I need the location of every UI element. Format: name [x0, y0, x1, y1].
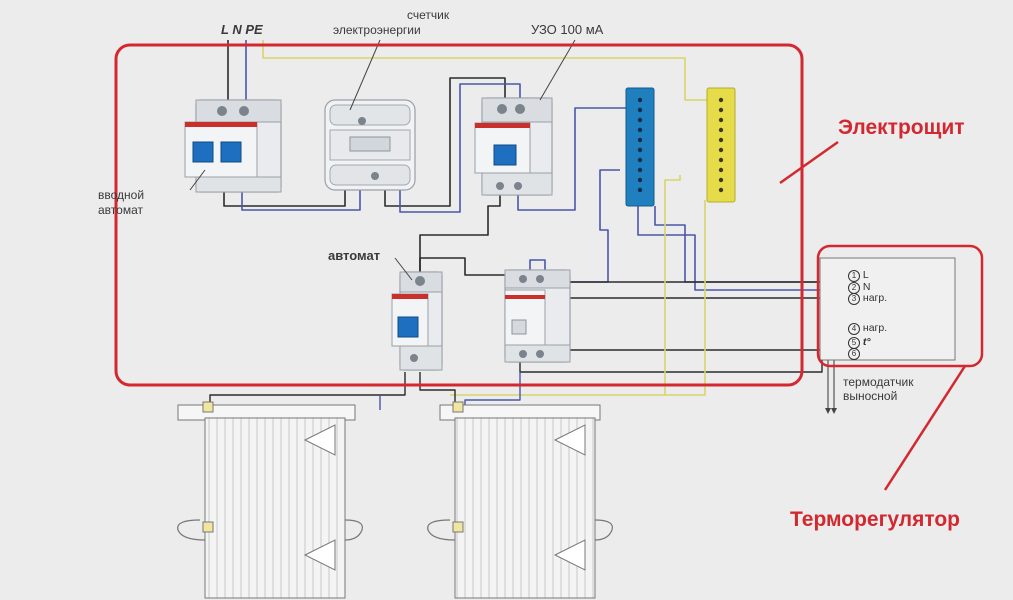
- panel-title: Электрощит: [838, 116, 965, 139]
- terminal-6: 6: [848, 347, 860, 360]
- terminal-label: L: [862, 269, 869, 281]
- thermostat-pointer-line: [883, 365, 967, 491]
- electricity-meter: [324, 99, 416, 191]
- main-breaker-label-line2: автомат: [98, 203, 143, 217]
- thermostat-highlight-frame: [816, 244, 984, 368]
- terminal-label: нагр.: [862, 292, 888, 304]
- heater-left: [177, 401, 363, 599]
- breaker-label: автомат: [328, 248, 381, 263]
- main-breaker-label-line1: вводной: [98, 188, 145, 202]
- neutral-bus: [625, 87, 655, 207]
- terminal-3: 3 нагр.: [848, 292, 887, 305]
- terminal-label: N: [862, 281, 871, 293]
- ground-main-wire: [262, 40, 715, 101]
- main-breaker: [184, 99, 282, 193]
- rcd-device: [474, 97, 553, 196]
- meter-label-line1: счетчик: [407, 8, 450, 22]
- meter-label-line2: электроэнергии: [333, 23, 421, 37]
- terminal-number: 4: [848, 323, 860, 335]
- terminal-number: 3: [848, 293, 860, 305]
- rcd-label: УЗО 100 мА: [531, 22, 604, 37]
- sensor-label-line1: термодатчик: [843, 375, 914, 389]
- ground-bus: [706, 87, 736, 203]
- panel-highlight-frame: [114, 43, 804, 387]
- terminal-1: 1 L: [848, 269, 869, 282]
- terminal-number: 6: [848, 348, 860, 360]
- sensor-label-line2: выносной: [843, 389, 898, 403]
- contactor: [504, 269, 571, 363]
- input-lines-label: L N PE: [221, 22, 263, 37]
- circuit-breaker: [391, 271, 443, 371]
- thermostat-box: [819, 257, 956, 361]
- terminal-4: 4 нагр.: [848, 322, 887, 335]
- terminal-label: t°: [862, 336, 871, 348]
- heater-right: [427, 401, 613, 599]
- panel-pointer-line: [779, 140, 839, 185]
- terminal-label: нагр.: [862, 322, 888, 334]
- thermostat-title: Терморегулятор: [790, 508, 961, 531]
